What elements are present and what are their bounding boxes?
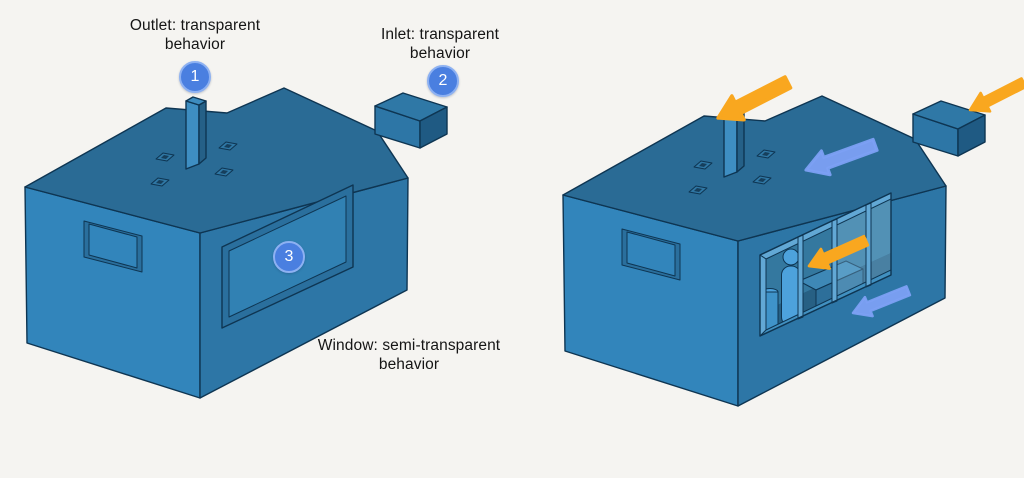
window-reveal-left [759, 254, 767, 337]
right-model [562, 95, 986, 407]
marker-3-number: 3 [284, 248, 294, 265]
marker-2-number: 2 [438, 72, 448, 89]
window-label: Window: semi-transparent behavior [294, 336, 524, 374]
outlet-label-line1: Outlet: transparent [129, 17, 261, 34]
inlet-label-line2: behavior [409, 45, 471, 62]
marker-1-number: 1 [190, 68, 200, 85]
marker-2: 2 [427, 65, 459, 97]
outlet-label-line2: behavior [164, 36, 226, 53]
marker-3: 3 [273, 241, 305, 273]
inlet-label: Inlet: transparent behavior [340, 25, 540, 63]
marker-1: 1 [179, 61, 211, 93]
outlet-label: Outlet: transparent behavior [95, 16, 295, 54]
window-label-line1: Window: semi-transparent [317, 337, 501, 354]
window-label-line2: behavior [378, 356, 440, 373]
inlet-label-line1: Inlet: transparent [380, 26, 500, 43]
